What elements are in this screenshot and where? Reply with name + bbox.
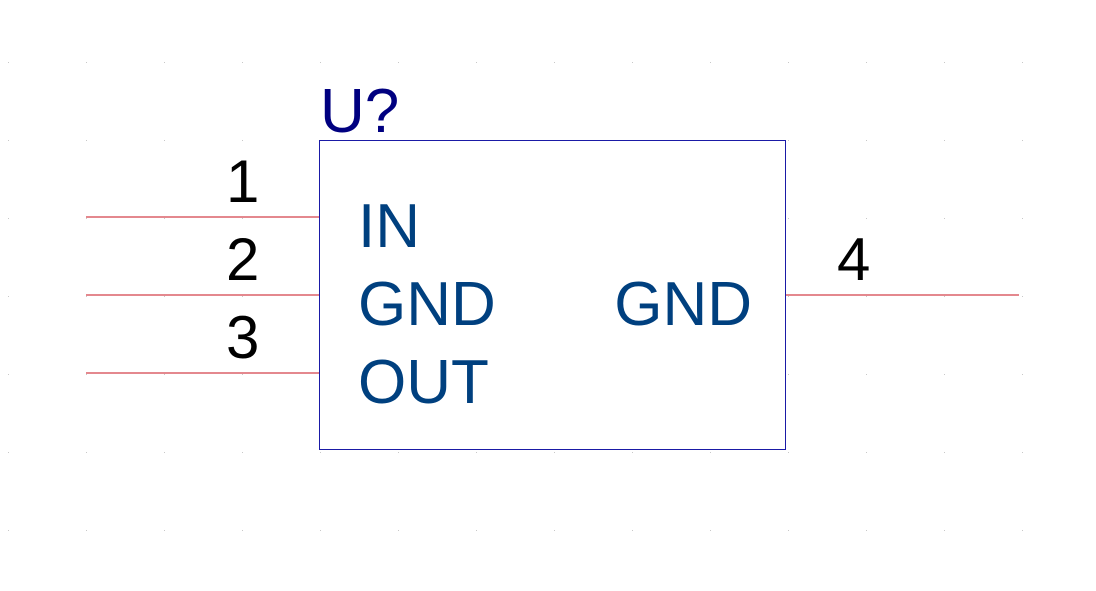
grid-dot (1022, 218, 1023, 219)
grid-dot (164, 140, 165, 141)
grid-dot (866, 140, 867, 141)
grid-dot (86, 374, 87, 375)
grid-dot (476, 452, 477, 453)
grid-dot (710, 452, 711, 453)
grid-dot (944, 452, 945, 453)
grid-dot (398, 452, 399, 453)
grid-dot (944, 218, 945, 219)
grid-dot (632, 452, 633, 453)
grid-dot (164, 218, 165, 219)
grid-dot (1022, 62, 1023, 63)
grid-dot (866, 62, 867, 63)
grid-dot (164, 62, 165, 63)
pin-3-number: 3 (226, 304, 259, 371)
grid-dot (788, 140, 789, 141)
grid-dot (554, 62, 555, 63)
pin-4-number: 4 (837, 226, 870, 293)
grid-dot (320, 530, 321, 531)
grid-dot (1022, 452, 1023, 453)
grid-dot (8, 140, 9, 141)
grid-dot (944, 62, 945, 63)
grid-dot (1022, 140, 1023, 141)
grid-dot (944, 530, 945, 531)
pin-1-number: 1 (226, 148, 259, 215)
grid-dot (242, 530, 243, 531)
grid-dot (866, 296, 867, 297)
grid-dot (398, 62, 399, 63)
grid-dot (320, 62, 321, 63)
grid-dot (632, 62, 633, 63)
grid-dot (788, 452, 789, 453)
grid-dot (788, 218, 789, 219)
grid-dot (554, 452, 555, 453)
grid-dot (242, 140, 243, 141)
grid-dot (8, 374, 9, 375)
grid-dot (86, 452, 87, 453)
pin-4-name: GND (614, 270, 752, 339)
pin-2-number: 2 (226, 226, 259, 293)
grid-dot (866, 218, 867, 219)
grid-dot (632, 530, 633, 531)
grid-dot (788, 62, 789, 63)
grid-dot (788, 530, 789, 531)
grid-dot (242, 374, 243, 375)
grid-dot (8, 218, 9, 219)
grid-dot (86, 140, 87, 141)
grid-dot (944, 140, 945, 141)
grid-dot (86, 296, 87, 297)
grid-dot (164, 530, 165, 531)
grid-dot (788, 374, 789, 375)
grid-dot (164, 296, 165, 297)
component-body[interactable] (319, 140, 786, 450)
grid-dot (866, 452, 867, 453)
grid-dot (86, 530, 87, 531)
grid-dot (476, 62, 477, 63)
grid-dot (86, 218, 87, 219)
grid-dot (8, 62, 9, 63)
grid-dot (554, 530, 555, 531)
grid-dot (866, 530, 867, 531)
grid-dot (866, 374, 867, 375)
grid-dot (398, 530, 399, 531)
pin-1-name: IN (358, 192, 420, 261)
grid-dot (944, 296, 945, 297)
grid-dot (8, 296, 9, 297)
grid-dot (164, 374, 165, 375)
designator-label: U? (320, 77, 399, 146)
grid-dot (788, 296, 789, 297)
grid-dot (242, 452, 243, 453)
grid-dot (1022, 374, 1023, 375)
grid-dot (1022, 296, 1023, 297)
grid-dot (242, 218, 243, 219)
grid-dot (476, 530, 477, 531)
grid-dot (1022, 530, 1023, 531)
pin-2-name: GND (358, 270, 496, 339)
grid-dot (710, 530, 711, 531)
grid-dot (164, 452, 165, 453)
grid-dot (242, 62, 243, 63)
grid-dot (710, 62, 711, 63)
grid-dot (86, 62, 87, 63)
grid-dot (320, 452, 321, 453)
grid-dot (242, 296, 243, 297)
pin-3-name: OUT (358, 348, 489, 417)
grid-dot (8, 452, 9, 453)
grid-dot (8, 530, 9, 531)
grid-dot (944, 374, 945, 375)
